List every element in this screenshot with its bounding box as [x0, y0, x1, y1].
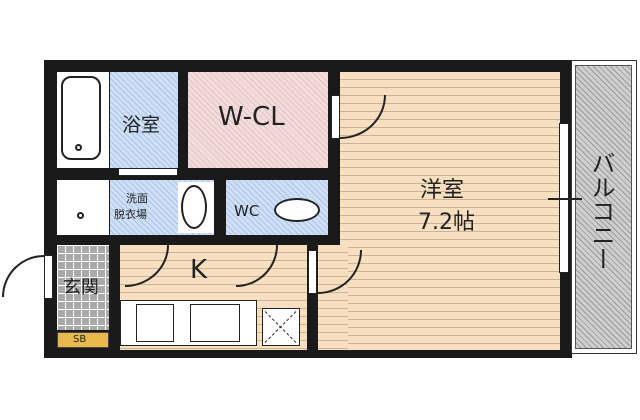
toilet-icon — [274, 198, 320, 222]
fridge-space — [262, 308, 300, 346]
washing-machine-space — [57, 180, 109, 235]
closet-label: W-CL — [218, 102, 285, 132]
room-size-label: 7.2帖 — [418, 210, 475, 235]
washroom: 洗面 脱衣場 — [110, 180, 214, 235]
bath-room: 浴室 — [110, 72, 178, 168]
closet-door-frame — [331, 95, 340, 139]
washroom-label-1: 洗面 — [126, 192, 148, 205]
room-door-frame — [308, 250, 317, 294]
bathtub — [57, 72, 109, 168]
sink-icon — [178, 182, 214, 233]
kitchen-counter — [120, 300, 257, 346]
walk-in-closet: W-CL — [188, 72, 328, 168]
balcony-label: バルコニー — [587, 151, 615, 271]
entrance-label: 玄関 — [63, 277, 99, 298]
window-mark — [548, 198, 582, 200]
kitchen-label: K — [190, 255, 208, 285]
room-label: 洋室 — [420, 178, 465, 203]
entrance: 玄関 — [57, 245, 109, 330]
washroom-label-2: 脱衣場 — [114, 208, 147, 221]
entrance-door-frame — [44, 255, 53, 299]
stove-icon — [136, 304, 174, 342]
toilet-label: WC — [234, 202, 260, 220]
shoe-box: SB — [57, 332, 109, 348]
entrance-door — [2, 255, 44, 297]
kitchen-sink-icon — [190, 304, 240, 342]
bath-door — [118, 168, 178, 176]
bath-label: 浴室 — [122, 114, 161, 136]
toilet-room: WC — [226, 180, 328, 235]
balcony: バルコニー — [571, 60, 637, 354]
